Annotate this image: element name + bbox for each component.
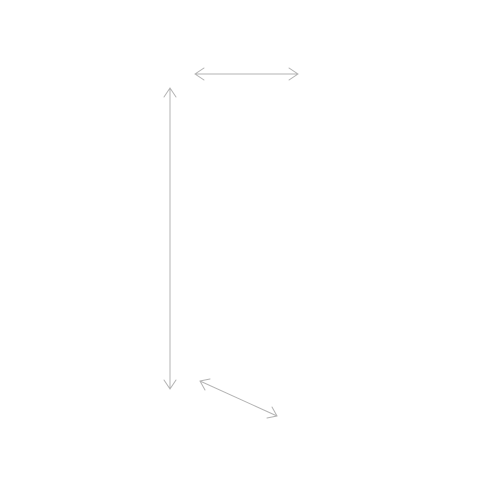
vertical-arrow-head-top bbox=[163, 87, 177, 98]
horizontal-arrow-head-left bbox=[194, 67, 205, 81]
diagonal-dimension-arrow bbox=[199, 378, 278, 419]
vertical-arrow-head-bottom bbox=[163, 379, 177, 390]
diagonal-arrow-head-lower-right bbox=[266, 406, 278, 419]
diagonal-arrow-shaft bbox=[199, 380, 278, 417]
horizontal-dimension-arrow bbox=[194, 67, 299, 81]
vertical-dimension-arrow bbox=[163, 87, 177, 390]
diagonal-arrow-head-upper-left bbox=[199, 378, 211, 391]
horizontal-arrow-head-right bbox=[288, 67, 299, 81]
